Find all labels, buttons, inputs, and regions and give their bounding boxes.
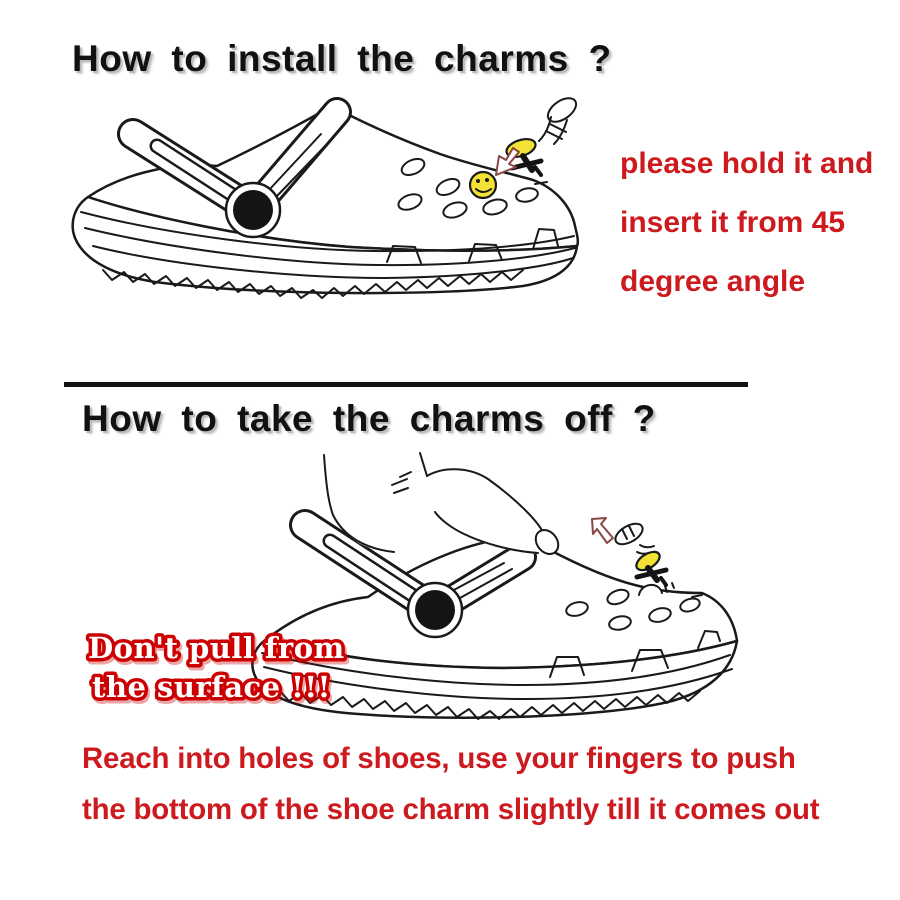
sole-line — [80, 211, 575, 253]
charm-bump — [638, 584, 663, 596]
remove-instruction-line: Reach into holes of shoes, use your fing… — [82, 742, 796, 775]
sole-line — [84, 227, 576, 267]
sole-line — [263, 666, 733, 700]
strap-button — [224, 181, 282, 239]
finger-pushing-into-shoe-icon — [323, 452, 560, 555]
install-note-line: degree angle — [620, 265, 806, 298]
warning-line: Don't pull from — [88, 631, 345, 665]
fingers-holding-charm-icon — [505, 97, 578, 177]
sole-line — [92, 245, 574, 279]
warning-line: the surface !!! — [92, 670, 331, 704]
install-note-line: insert it from 45 — [620, 206, 846, 239]
remove-illustration: Don't pull from the surface !!! — [85, 452, 739, 720]
charm-popping-out-icon — [591, 517, 675, 593]
section-divider — [64, 382, 748, 387]
remove-section-title: How to take the charms off ? — [82, 398, 656, 439]
shoe-holes — [397, 157, 539, 219]
toe-mark — [534, 181, 548, 185]
hand-silhouette — [324, 453, 549, 554]
install-note-line: please hold it and — [620, 147, 874, 180]
remove-instruction-text: Reach into holes of shoes, use your fing… — [82, 733, 892, 835]
fingernail — [534, 529, 560, 555]
sole-notch — [631, 649, 669, 672]
install-note: please hold it and insert it from 45 deg… — [620, 134, 896, 311]
sole-notch — [386, 245, 422, 264]
strap-button — [406, 581, 464, 639]
install-section-title: How to install the charms ? — [72, 38, 612, 79]
toe-mark — [691, 594, 703, 598]
sole-notch — [549, 656, 585, 678]
sole-notch — [532, 228, 559, 250]
sole-notch — [468, 243, 503, 262]
shoe-sole — [71, 195, 579, 295]
smiley-face-charm-icon — [468, 170, 498, 200]
remove-instruction-line: the bottom of the shoe charm slightly ti… — [82, 793, 820, 826]
shoe-holes — [565, 588, 701, 631]
sole-notch — [697, 630, 721, 649]
clog-shoe-line-art — [251, 509, 739, 720]
sole-tread — [102, 269, 524, 299]
arrow-down-left-icon — [495, 147, 520, 176]
install-illustration — [71, 97, 580, 299]
clog-shoe-line-art — [71, 97, 580, 299]
sole-line — [261, 652, 731, 686]
sole-tread — [279, 690, 701, 720]
arrow-up-left-icon — [591, 517, 614, 544]
